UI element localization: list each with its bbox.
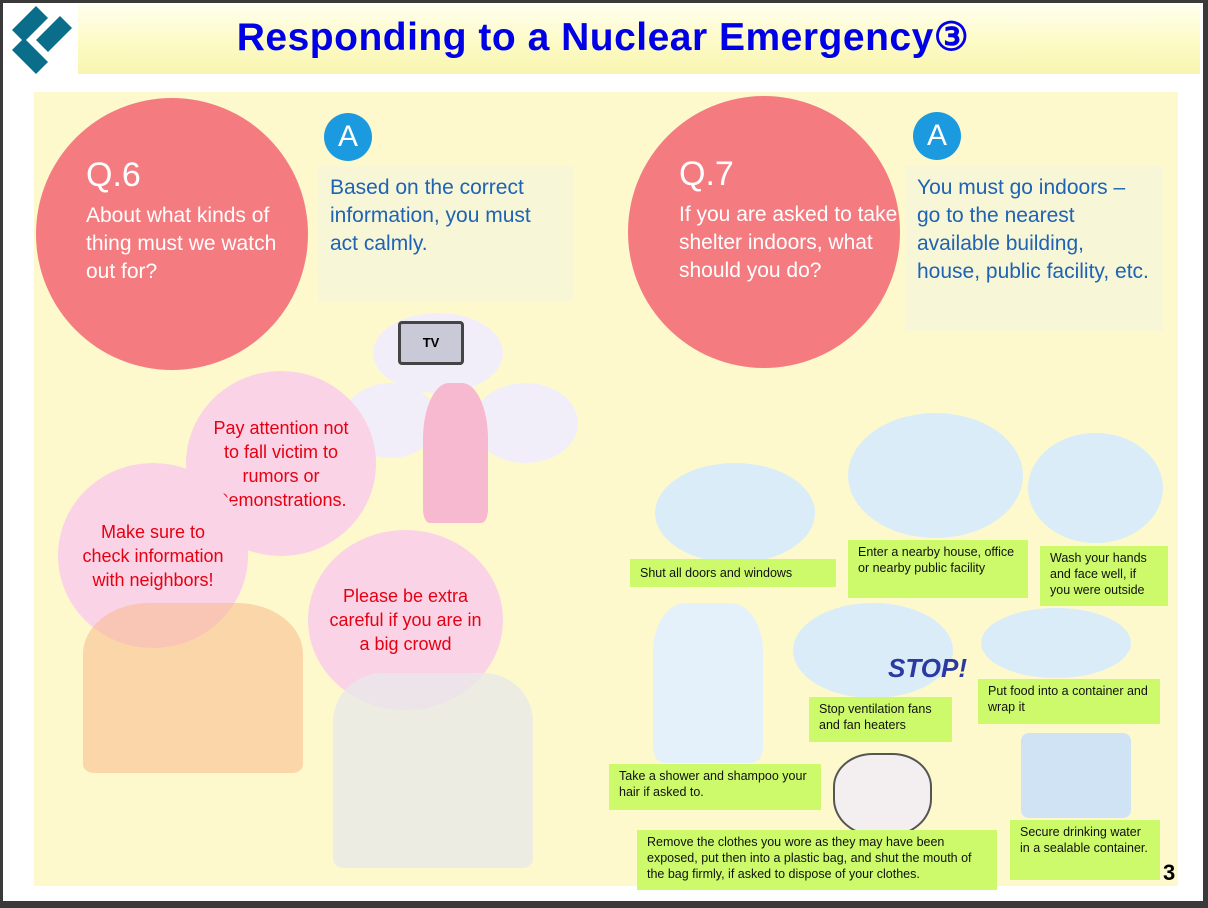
q7-question: If you are asked to take shelter indoors… (679, 203, 898, 282)
building-illustration (848, 413, 1023, 538)
washing-illustration (1028, 433, 1163, 543)
bubble-text: Please be extra careful if you are in a … (329, 586, 482, 654)
q6-answer-badge: A (324, 113, 372, 161)
q6-circle (36, 98, 308, 370)
action-wrap-food: Put food into a container and wrap it (978, 679, 1160, 724)
title-band (78, 4, 1200, 74)
page-title: Responding to a Nuclear Emergency③ (236, 16, 970, 59)
action-remove-clothes: Remove the clothes you wore as they may … (637, 830, 997, 890)
q7-answer: You must go indoors – go to the nearest … (905, 166, 1163, 331)
slide-page: Responding to a Nuclear Emergency③ Q.6 A… (3, 3, 1203, 901)
tv-icon: TV (398, 321, 464, 365)
q7-number: Q.7 (679, 155, 734, 193)
bubble-text: Pay attention not to fall victim to rumo… (213, 417, 349, 510)
stop-icon: STOP! (888, 653, 967, 683)
logo-icon (8, 4, 76, 76)
action-shut-doors: Shut all doors and windows (630, 559, 836, 587)
q6-question: About what kinds of thing must we watch … (86, 204, 277, 283)
q7-circle (628, 96, 900, 368)
action-shower: Take a shower and shampoo your hair if a… (609, 764, 821, 810)
action-enter-building: Enter a nearby house, office or nearby p… (848, 540, 1028, 598)
food-container-illustration (981, 608, 1131, 678)
neighbors-illustration (83, 603, 303, 773)
crowd-officer-illustration (333, 673, 533, 868)
action-drinking-water: Secure drinking water in a sealable cont… (1010, 820, 1160, 880)
q6-number: Q.6 (86, 156, 141, 194)
water-bottles-illustration (1021, 733, 1131, 818)
plastic-bag-illustration (833, 753, 932, 837)
page-number: 3 (1163, 860, 1176, 885)
fan-illustration (793, 603, 953, 698)
action-wash-hands: Wash your hands and face well, if you we… (1040, 546, 1168, 606)
q6-answer: Based on the correct information, you mu… (318, 166, 573, 301)
bubble-text: Make sure to check information with neig… (82, 521, 224, 590)
woman-thinking-illustration (423, 383, 488, 523)
computer-icon (473, 383, 578, 463)
shower-illustration (653, 603, 763, 763)
window-door-illustration (655, 463, 815, 563)
action-stop-fans: Stop ventilation fans and fan heaters (809, 697, 952, 742)
q7-answer-badge: A (913, 112, 961, 160)
